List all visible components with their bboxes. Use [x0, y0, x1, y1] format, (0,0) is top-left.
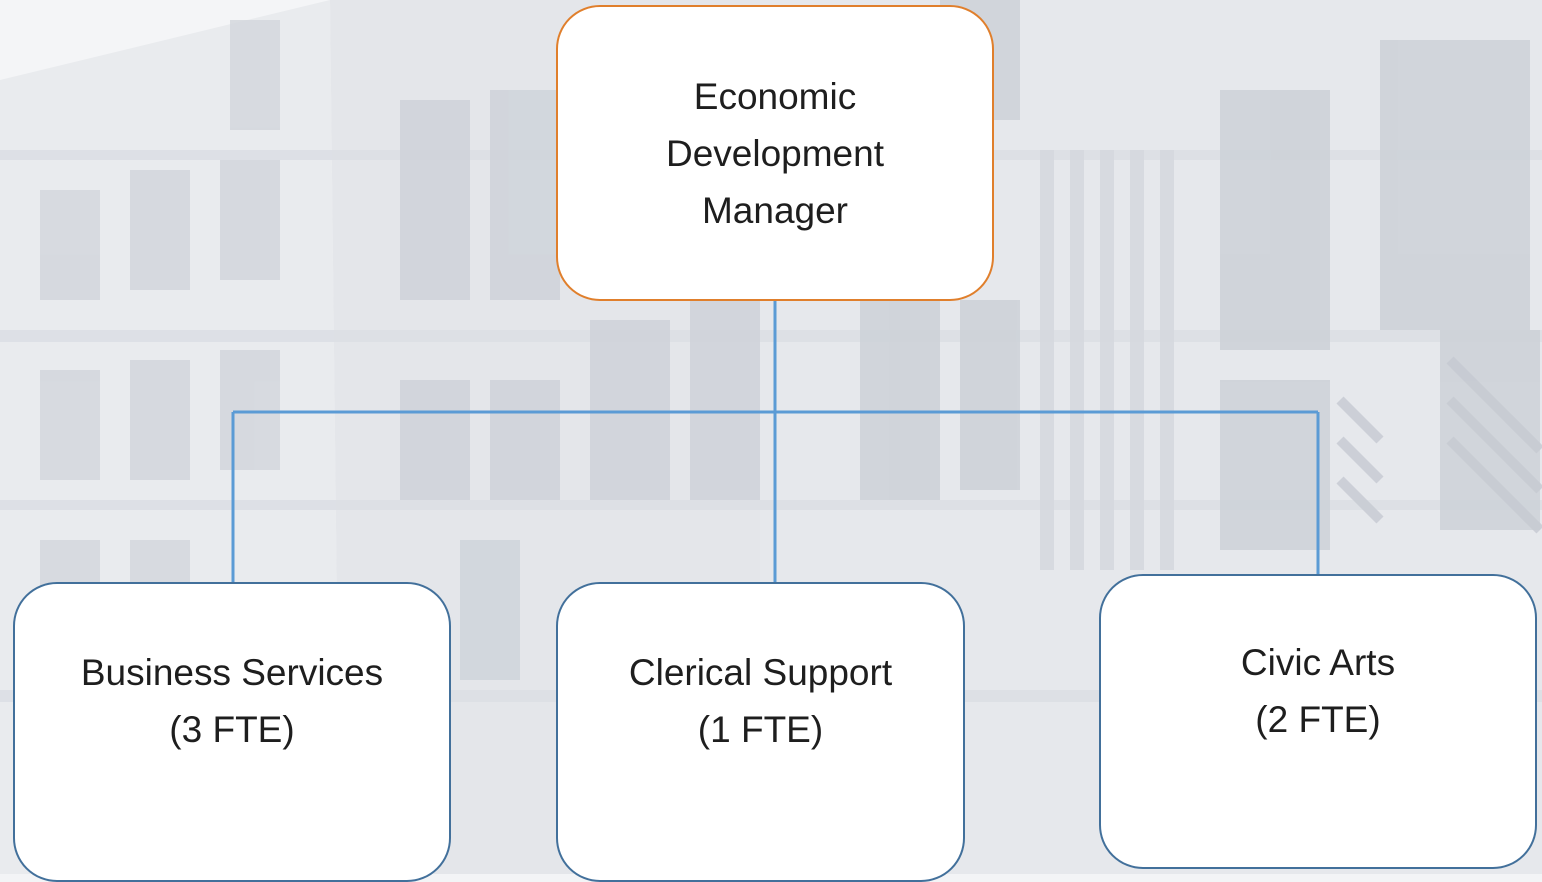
- economic-development-manager-label: Economic Development Manager: [666, 68, 884, 239]
- civic-arts-box: Civic Arts (2 FTE): [1099, 574, 1537, 869]
- economic-development-manager-box: Economic Development Manager: [556, 5, 994, 301]
- clerical-support-label: Clerical Support (1 FTE): [629, 644, 892, 758]
- root-label-line-3: Manager: [701, 189, 848, 231]
- civic-arts-label: Civic Arts (2 FTE): [1241, 634, 1395, 748]
- business-services-label: Business Services (3 FTE): [81, 644, 383, 758]
- business-services-box: Business Services (3 FTE): [13, 582, 451, 882]
- business-services-title: Business Services: [80, 652, 384, 693]
- root-label-line-2: Development: [665, 132, 884, 174]
- clerical-support-fte: (1 FTE): [697, 709, 824, 750]
- business-services-fte: (3 FTE): [169, 709, 295, 750]
- clerical-support-box: Clerical Support (1 FTE): [556, 582, 965, 882]
- clerical-support-title: Clerical Support: [628, 652, 893, 693]
- civic-arts-title: Civic Arts: [1240, 641, 1396, 683]
- root-label-line-1: Economic: [693, 75, 857, 117]
- civic-arts-fte: (2 FTE): [1255, 698, 1381, 740]
